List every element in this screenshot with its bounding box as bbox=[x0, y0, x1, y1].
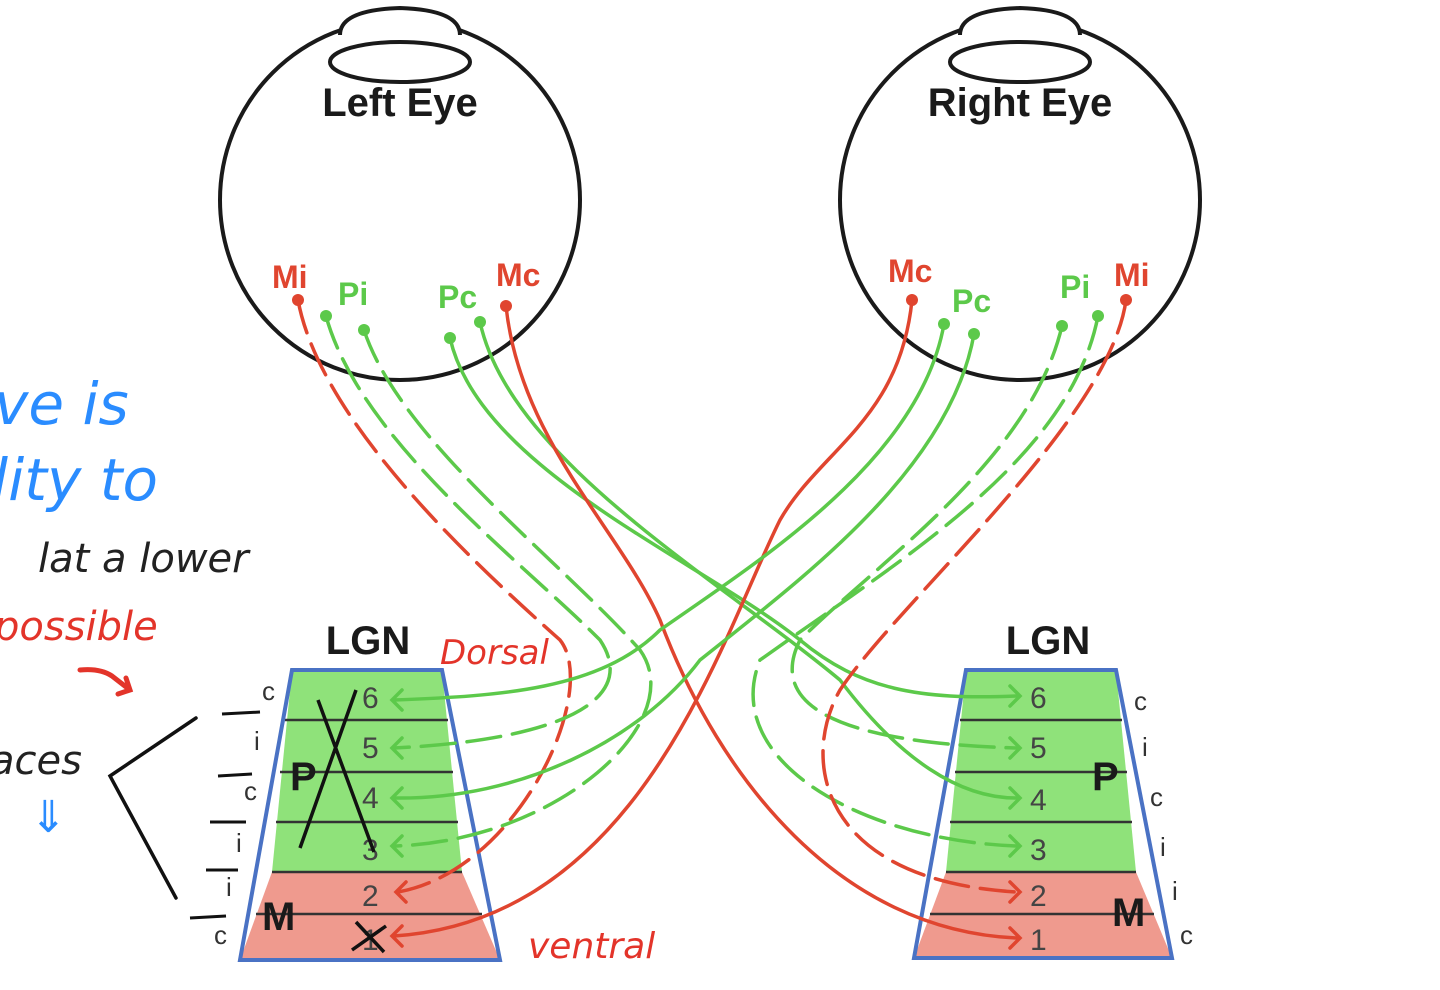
left-layer-3: 3 bbox=[362, 834, 379, 867]
right-mark-i1: i bbox=[1142, 732, 1148, 762]
tag-pi-right: Pi bbox=[1060, 269, 1090, 305]
right-p-label: P bbox=[1092, 755, 1119, 799]
retina-dots bbox=[292, 294, 1132, 344]
right-layer-4: 4 bbox=[1030, 784, 1047, 817]
optic-fibers bbox=[296, 298, 1128, 940]
left-eye-label: Left Eye bbox=[322, 81, 478, 125]
left-mark-c3: c bbox=[214, 920, 227, 950]
left-m-label: M bbox=[262, 895, 295, 939]
right-lgn-title: LGN bbox=[1006, 619, 1090, 663]
right-eye-tags: Mc Pc Pi Mi bbox=[888, 253, 1150, 319]
note-ventral: ventral bbox=[528, 926, 655, 967]
left-layer-4: 4 bbox=[362, 782, 379, 815]
left-eye-tags: Mi Pi Pc Mc bbox=[272, 257, 540, 315]
left-layer-5: 5 bbox=[362, 732, 379, 765]
tag-pc-left: Pc bbox=[438, 279, 477, 315]
left-eye: Left Eye bbox=[218, 5, 582, 382]
left-lgn-title: LGN bbox=[326, 619, 410, 663]
left-p-label: P bbox=[290, 755, 317, 799]
red-squiggle-arrow bbox=[77, 667, 134, 697]
tag-pi-left: Pi bbox=[338, 276, 368, 312]
note-black-line2: aces bbox=[0, 738, 82, 784]
note-red-line: possible bbox=[0, 604, 158, 650]
right-lgn: LGN 6 5 4 3 2 1 P M c i c i i c bbox=[911, 619, 1193, 960]
note-dorsal: Dorsal bbox=[440, 633, 550, 673]
note-blue-arrow: ⇓ bbox=[30, 792, 67, 843]
right-mark-i2: i bbox=[1160, 832, 1166, 862]
tag-mc-right: Mc bbox=[888, 253, 932, 289]
right-layer-6: 6 bbox=[1030, 682, 1047, 715]
right-mark-c1: c bbox=[1134, 686, 1147, 716]
bracket-mark bbox=[107, 716, 198, 900]
left-mark-i3: i bbox=[226, 872, 232, 902]
right-mark-c2: c bbox=[1150, 782, 1163, 812]
right-layer-3: 3 bbox=[1030, 834, 1047, 867]
right-mark-i3: i bbox=[1172, 876, 1178, 906]
left-cross-mark bbox=[298, 689, 376, 853]
right-m-label: M bbox=[1112, 891, 1145, 935]
right-layer-1: 1 bbox=[1030, 924, 1047, 957]
synapse-terminals bbox=[389, 684, 1023, 950]
tag-mi-right: Mi bbox=[1114, 257, 1150, 293]
tag-mc-left: Mc bbox=[496, 257, 540, 293]
left-mark-i1: i bbox=[254, 726, 260, 756]
right-mark-c3: c bbox=[1180, 920, 1193, 950]
note-blue-line2: lity to bbox=[0, 446, 158, 514]
left-layer-6: 6 bbox=[362, 682, 379, 715]
note-blue-line1: ve is bbox=[0, 370, 129, 438]
left-lgn: LGN 6 5 4 3 2 1 P M c i c i i c bbox=[189, 619, 503, 962]
right-layer-2: 2 bbox=[1030, 880, 1047, 913]
note-black-line: lat a lower bbox=[38, 536, 251, 582]
tag-mi-left: Mi bbox=[272, 259, 308, 295]
left-star-mark bbox=[350, 920, 388, 954]
left-layer-2: 2 bbox=[362, 880, 379, 913]
right-eye-label: Right Eye bbox=[928, 81, 1112, 125]
left-mark-c1: c bbox=[262, 676, 275, 706]
left-mark-i2: i bbox=[236, 828, 242, 858]
right-layer-5: 5 bbox=[1030, 732, 1047, 765]
tag-pc-right: Pc bbox=[952, 283, 991, 319]
handwritten-notes: Dorsal ventral ve is lity to lat a lower… bbox=[0, 370, 655, 967]
left-mark-c2: c bbox=[244, 776, 257, 806]
right-eye: Right Eye bbox=[838, 5, 1202, 382]
